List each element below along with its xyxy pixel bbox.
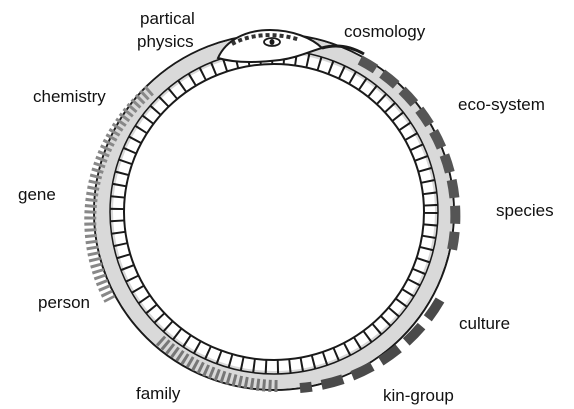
label-eco-system: eco-system: [458, 95, 545, 114]
label-gene: gene: [18, 185, 56, 204]
label-kin-group: kin-group: [383, 386, 454, 405]
label-species: species: [496, 201, 554, 220]
label-partical: partical: [140, 9, 195, 28]
label-person: person: [38, 293, 90, 312]
label-cosmology: cosmology: [344, 22, 426, 41]
label-physics: physics: [137, 32, 194, 51]
snake-inner-outline: [124, 64, 424, 360]
snake-pupil: [270, 39, 275, 45]
label-family: family: [136, 384, 181, 403]
snake-body: [90, 34, 455, 390]
label-culture: culture: [459, 314, 510, 333]
label-chemistry: chemistry: [33, 87, 106, 106]
